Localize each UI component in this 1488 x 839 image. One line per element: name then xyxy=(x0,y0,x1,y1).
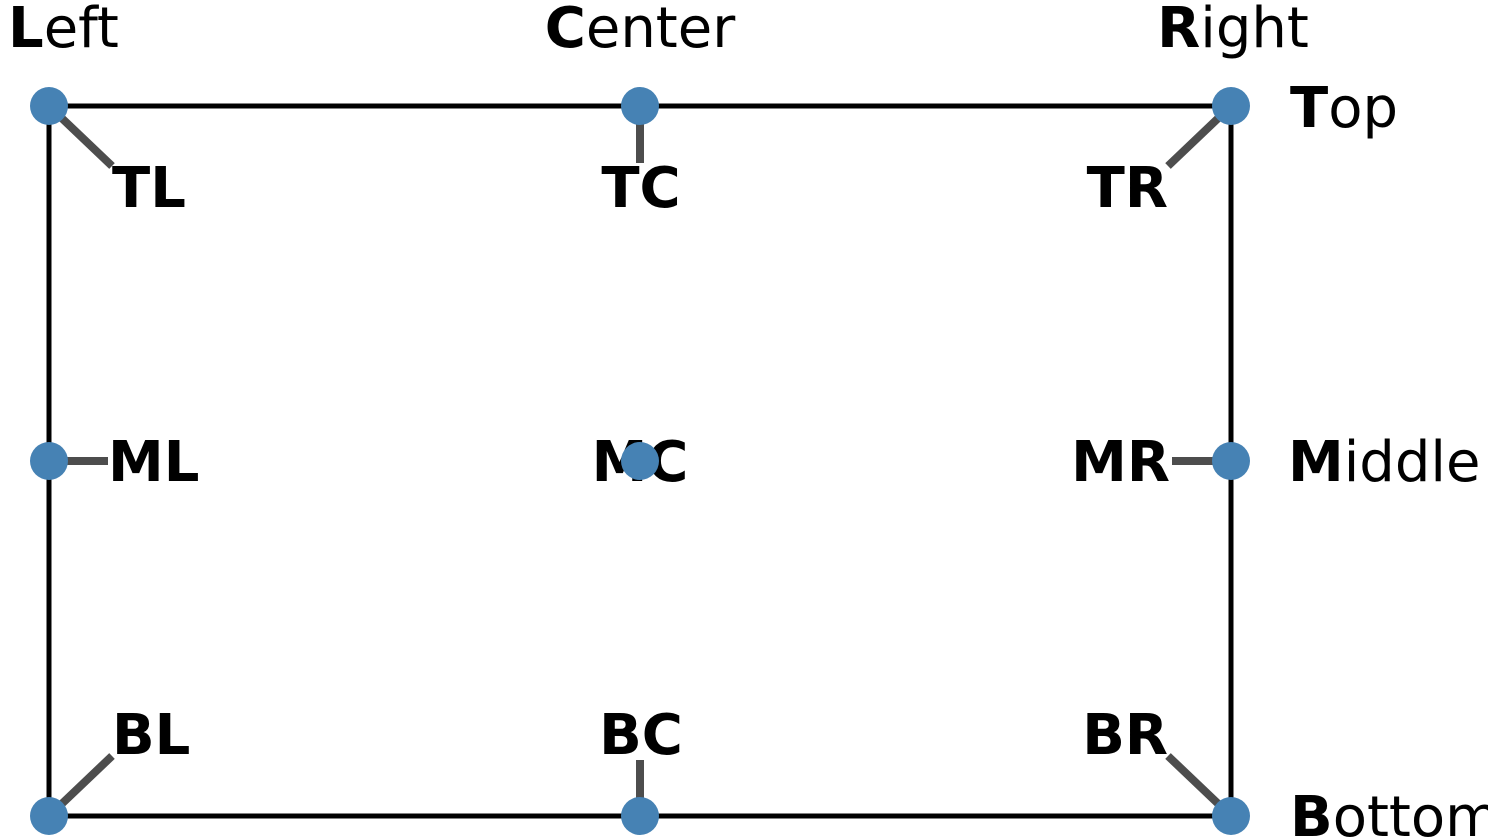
column-header-left-rest: eft xyxy=(44,0,119,61)
row-header-middle: Middle xyxy=(1288,430,1480,495)
row-header-top: Top xyxy=(1290,76,1398,141)
column-header-right-bold-letter: R xyxy=(1157,0,1200,61)
point-label-br: BR xyxy=(1082,703,1168,768)
point-marker-bl xyxy=(30,797,68,835)
point-label-tc: TC xyxy=(601,156,680,221)
column-header-center: Center xyxy=(545,0,736,61)
column-header-center-bold-letter: C xyxy=(545,0,586,61)
row-header-middle-bold-letter: M xyxy=(1288,430,1344,495)
point-label-ml: ML xyxy=(108,430,199,495)
point-marker-mc xyxy=(621,442,659,480)
point-label-tr: TR xyxy=(1087,156,1168,221)
point-marker-mr xyxy=(1212,442,1250,480)
row-header-bottom-bold-letter: B xyxy=(1290,785,1333,839)
point-label-mr: MR xyxy=(1071,430,1170,495)
point-label-tl: TL xyxy=(112,156,186,221)
point-marker-tr xyxy=(1212,87,1250,125)
point-label-bc: BC xyxy=(599,703,683,768)
point-marker-bc xyxy=(621,797,659,835)
point-marker-br xyxy=(1212,797,1250,835)
column-header-left-bold-letter: L xyxy=(8,0,44,61)
column-header-right-rest: ight xyxy=(1200,0,1309,61)
row-header-bottom: Bottom xyxy=(1290,785,1488,839)
point-marker-tc xyxy=(621,87,659,125)
point-marker-tl xyxy=(30,87,68,125)
row-header-bottom-rest: ottom xyxy=(1333,785,1488,839)
row-header-top-rest: op xyxy=(1328,76,1398,141)
column-header-right: Right xyxy=(1157,0,1309,61)
column-header-left: Left xyxy=(8,0,119,61)
point-marker-ml xyxy=(30,442,68,480)
column-header-center-rest: enter xyxy=(586,0,736,61)
row-header-top-bold-letter: T xyxy=(1290,76,1328,141)
row-header-middle-rest: iddle xyxy=(1344,430,1481,495)
point-label-bl: BL xyxy=(112,703,190,768)
